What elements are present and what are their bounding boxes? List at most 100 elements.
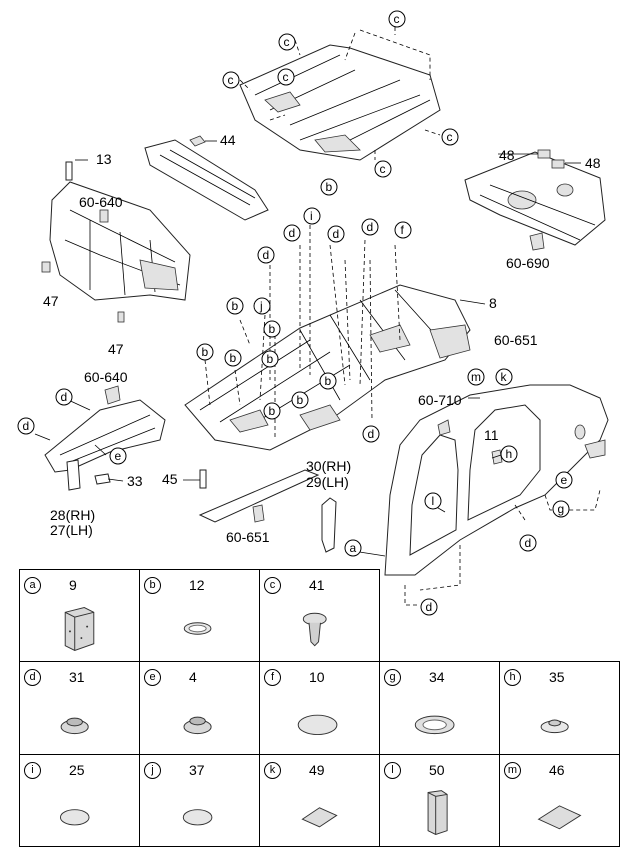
letter-badge: j xyxy=(144,761,161,779)
letter-badge: d xyxy=(24,668,41,686)
part-number-callouts: 13 60-640 47 47 44 48 48 60-690 8 60-651… xyxy=(43,132,601,545)
svg-text:b: b xyxy=(297,393,304,407)
cap-plug-icon xyxy=(182,809,213,826)
center-pillar-reinforcement-part xyxy=(321,497,337,553)
svg-text:l: l xyxy=(432,494,435,508)
part-number: 31 xyxy=(69,669,85,685)
svg-text:b: b xyxy=(269,404,276,418)
svg-text:m: m xyxy=(471,370,481,384)
legend-cell-k: k 49 xyxy=(259,754,380,847)
letter-badge: g xyxy=(384,668,401,686)
callout-48: 48 xyxy=(499,147,515,163)
svg-text:c: c xyxy=(394,12,400,26)
callout-44: 44 xyxy=(220,132,236,148)
front-side-member-part xyxy=(44,385,166,491)
svg-text:d: d xyxy=(61,390,68,404)
svg-text:c: c xyxy=(447,130,453,144)
package-tray-part xyxy=(464,149,606,251)
part-number: 35 xyxy=(549,669,565,685)
part-number: 12 xyxy=(189,577,205,593)
callout-33: 33 xyxy=(127,473,143,489)
part-number: 34 xyxy=(429,669,445,685)
part-number: 50 xyxy=(429,762,445,778)
cap-plug-icon xyxy=(59,809,90,826)
radiator-support-part xyxy=(41,161,191,323)
legend-cell-b: b 12 xyxy=(139,569,260,662)
part-number: 41 xyxy=(309,577,325,593)
letter-badge: a xyxy=(24,576,41,594)
svg-text:b: b xyxy=(326,180,333,194)
cone-plug-icon xyxy=(540,719,569,734)
svg-text:f: f xyxy=(401,223,405,237)
callout-47: 47 xyxy=(43,293,59,309)
callout-8: 8 xyxy=(489,295,497,311)
ring-plug-icon xyxy=(414,715,455,735)
svg-text:d: d xyxy=(23,419,30,433)
block-plug-icon xyxy=(64,607,95,651)
svg-text:i: i xyxy=(310,209,313,223)
callout-60-640: 60-640 xyxy=(84,369,128,385)
callout-45: 45 xyxy=(162,471,178,487)
legend-cell-g: g 34 xyxy=(379,661,500,755)
leader-lines xyxy=(34,140,581,557)
part-number: 49 xyxy=(309,762,325,778)
svg-text:e: e xyxy=(115,449,122,463)
part-number: 9 xyxy=(69,577,77,593)
letter-badge: l xyxy=(384,761,401,779)
callout-29-lh: 29(LH) xyxy=(306,474,349,490)
callout-60-651: 60-651 xyxy=(494,332,538,348)
svg-text:d: d xyxy=(525,536,532,550)
svg-text:b: b xyxy=(267,352,274,366)
svg-text:g: g xyxy=(558,502,565,516)
part-number: 37 xyxy=(189,762,205,778)
side-sill-part xyxy=(198,469,320,523)
legend-cell-d: d 31 xyxy=(19,661,140,755)
letter-badge: i xyxy=(24,761,41,779)
svg-text:d: d xyxy=(368,427,375,441)
block-plug-icon xyxy=(427,790,448,835)
part-number: 46 xyxy=(549,762,565,778)
letter-badge: b xyxy=(144,576,161,594)
svg-text:c: c xyxy=(283,70,289,84)
grommet-icon xyxy=(60,717,89,735)
svg-text:d: d xyxy=(333,227,340,241)
legend-cell-j: j 37 xyxy=(139,754,260,847)
svg-text:b: b xyxy=(232,299,239,313)
svg-text:b: b xyxy=(230,351,237,365)
svg-text:b: b xyxy=(202,345,209,359)
svg-text:e: e xyxy=(561,473,568,487)
callout-48: 48 xyxy=(585,155,601,171)
letter-badge: k xyxy=(264,761,281,779)
callout-11: 11 xyxy=(484,427,499,443)
cowl-panel-part xyxy=(144,135,269,221)
pad-icon xyxy=(537,805,582,830)
pad-icon xyxy=(301,807,338,828)
callout-28-rh: 28(RH) xyxy=(50,507,95,523)
svg-text:c: c xyxy=(228,73,234,87)
callout-60-640: 60-640 xyxy=(79,194,123,210)
callout-47: 47 xyxy=(108,341,124,357)
ring-plug-icon xyxy=(183,622,212,635)
callout-60-710: 60-710 xyxy=(418,392,462,408)
floor-carpet-part xyxy=(239,20,441,161)
svg-text:h: h xyxy=(506,447,513,461)
svg-text:c: c xyxy=(380,162,386,176)
legend-cell-l: l 50 xyxy=(379,754,500,847)
part-number: 10 xyxy=(309,669,325,685)
svg-text:c: c xyxy=(284,35,290,49)
svg-text:d: d xyxy=(289,226,296,240)
svg-text:b: b xyxy=(325,374,332,388)
letter-bubbles: c c c c c c b b b b b b b b b d d d d d … xyxy=(17,10,573,616)
callout-60-690: 60-690 xyxy=(506,255,550,271)
callout-27-lh: 27(LH) xyxy=(50,522,93,538)
svg-text:a: a xyxy=(350,541,357,555)
